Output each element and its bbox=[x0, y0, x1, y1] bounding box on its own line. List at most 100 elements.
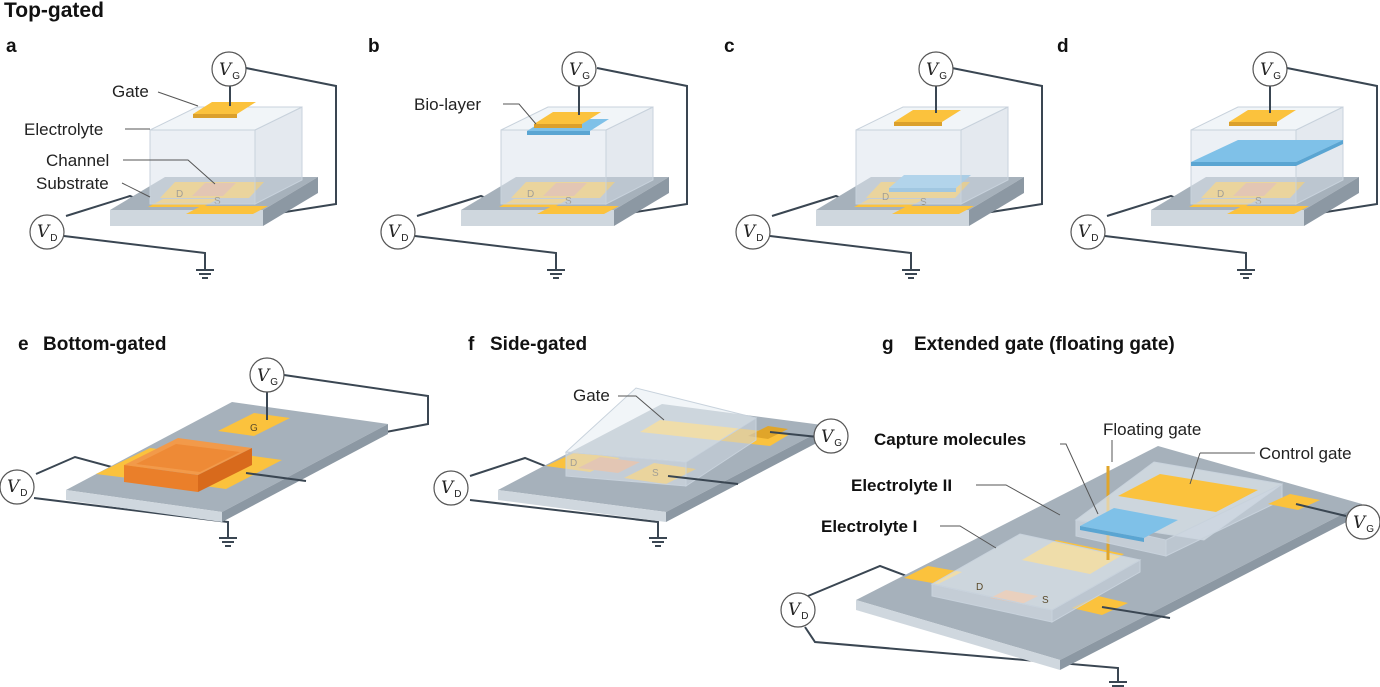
ground-symbol-d bbox=[1236, 261, 1256, 279]
substrate-g-front bbox=[856, 600, 1060, 670]
capture-molecules-g bbox=[1080, 508, 1178, 538]
panel-title-f: Side-gated bbox=[490, 334, 587, 355]
source-pad-c bbox=[892, 206, 974, 214]
capture-molecules-edge-g bbox=[1080, 526, 1144, 542]
leader-side-gate bbox=[618, 395, 665, 421]
vg-meter-a bbox=[211, 51, 247, 87]
leader-substrate bbox=[121, 182, 151, 198]
substrate-e-side bbox=[222, 424, 388, 522]
panel-letter-a: a bbox=[6, 36, 17, 57]
vg-meter-b bbox=[561, 51, 597, 87]
gate-wire-b bbox=[596, 67, 688, 216]
ground-wire-b bbox=[414, 235, 557, 262]
ground-wire-f bbox=[469, 499, 659, 530]
vd-symbol-c: VD bbox=[743, 222, 764, 244]
label-channel: Channel bbox=[46, 151, 109, 170]
electrolyte-top-f bbox=[564, 387, 758, 463]
gate-edge-b bbox=[534, 124, 582, 128]
gate-pad-e bbox=[218, 413, 290, 436]
leader-control-gate-v bbox=[1189, 452, 1201, 485]
vg-meter-f bbox=[813, 418, 849, 454]
label-floating-gate: Floating gate bbox=[1103, 420, 1201, 439]
vd-symbol-f: VD bbox=[441, 478, 462, 500]
vg-symbol-e: VG bbox=[257, 366, 278, 388]
leader-electrolyte-ii bbox=[976, 484, 1061, 516]
drain-letter-g: D bbox=[976, 582, 983, 593]
label-substrate: Substrate bbox=[36, 174, 109, 193]
electrolyte-top-a bbox=[149, 106, 303, 131]
semiconductor-front-e bbox=[124, 465, 198, 492]
gate-edge-a bbox=[193, 114, 237, 118]
source-pad-g bbox=[1072, 596, 1128, 615]
panel-a: a D S VG VD Gate Electrolyte Channel bbox=[6, 36, 337, 279]
vd-meter-d bbox=[1070, 214, 1106, 250]
vg-meter-c bbox=[918, 51, 954, 87]
gate-wire-d bbox=[1286, 67, 1378, 216]
gate-edge-d bbox=[1229, 122, 1277, 126]
panel-letter-d: d bbox=[1057, 36, 1069, 57]
bio-layer-edge-b bbox=[527, 131, 590, 135]
vg-symbol-g: VG bbox=[1353, 513, 1374, 535]
label-capture-molecules: Capture molecules bbox=[874, 430, 1026, 449]
label-gate: Gate bbox=[112, 82, 149, 101]
vd-meter-c bbox=[735, 214, 771, 250]
ground-wire-d bbox=[1104, 235, 1247, 262]
ground-wire-g bbox=[804, 626, 1119, 674]
vd-meter-e bbox=[0, 469, 35, 505]
drain-wire-g bbox=[807, 564, 913, 597]
ground-wire-a bbox=[63, 235, 206, 262]
gate-c bbox=[894, 110, 961, 122]
gate-lead-f bbox=[769, 431, 819, 438]
source-lead-e bbox=[245, 472, 307, 482]
label-side-gate: Gate bbox=[573, 386, 610, 405]
ground-symbol-e bbox=[218, 529, 238, 547]
panel-letter-b: b bbox=[368, 36, 380, 57]
vg-meter-g bbox=[1345, 504, 1380, 540]
ground-symbol-f bbox=[648, 529, 668, 547]
vd-symbol-e: VD bbox=[7, 477, 28, 499]
electrolyte-front-c bbox=[855, 129, 962, 205]
figure-title: Top-gated bbox=[4, 0, 104, 22]
gate-wire-a bbox=[245, 67, 337, 216]
electrolyte-front-b bbox=[500, 129, 607, 205]
panel-d: d D S VG VD bbox=[1057, 36, 1378, 279]
side-gate-contact-f bbox=[748, 426, 788, 439]
label-electrolyte-i: Electrolyte I bbox=[821, 517, 917, 536]
gate-letter-e: G bbox=[250, 423, 258, 434]
ground-wire-e bbox=[33, 497, 229, 530]
vg-symbol-a: VG bbox=[219, 60, 240, 82]
substrate-f-side bbox=[666, 426, 830, 522]
vg-symbol-b: VG bbox=[569, 60, 590, 82]
panel-title-e: Bottom-gated bbox=[43, 334, 166, 355]
panel-b: b D S VG VD Bio-layer bbox=[368, 36, 688, 279]
vg-meter-e bbox=[249, 357, 285, 393]
ground-symbol-c bbox=[901, 261, 921, 279]
gate-a bbox=[193, 102, 256, 114]
substrate-e-front bbox=[66, 490, 222, 522]
semiconductor-side-e bbox=[198, 448, 252, 492]
vd-meter-g bbox=[780, 592, 816, 628]
ground-symbol-a bbox=[195, 261, 215, 279]
electrolyte-front-a bbox=[149, 129, 256, 205]
panel-letter-e: e bbox=[18, 334, 29, 355]
leader-capture-molecules bbox=[1060, 443, 1099, 515]
panel-c: c D S VG VD bbox=[724, 36, 1043, 279]
source-lead-f bbox=[667, 475, 739, 485]
panel-letter-g: g bbox=[882, 334, 894, 355]
source-pad-b bbox=[537, 206, 619, 214]
gate-d bbox=[1229, 110, 1296, 122]
bio-membrane-d bbox=[1191, 140, 1343, 162]
control-gate-contact-g bbox=[1268, 494, 1320, 510]
bio-membrane-side-d bbox=[1296, 140, 1343, 166]
vd-meter-a bbox=[29, 214, 65, 250]
ground-symbol-b bbox=[546, 261, 566, 279]
substrate-f-front bbox=[498, 490, 666, 522]
semiconductor-face-e bbox=[136, 444, 240, 472]
leader-electrolyte-i bbox=[940, 525, 997, 549]
leader-gate bbox=[157, 91, 199, 107]
leader-bio-layer bbox=[503, 103, 537, 125]
vg-meter-d bbox=[1252, 51, 1288, 87]
gate-b bbox=[534, 112, 601, 124]
panel-letter-c: c bbox=[724, 36, 735, 57]
panel-title-g: Extended gate (floating gate) bbox=[914, 334, 1175, 355]
